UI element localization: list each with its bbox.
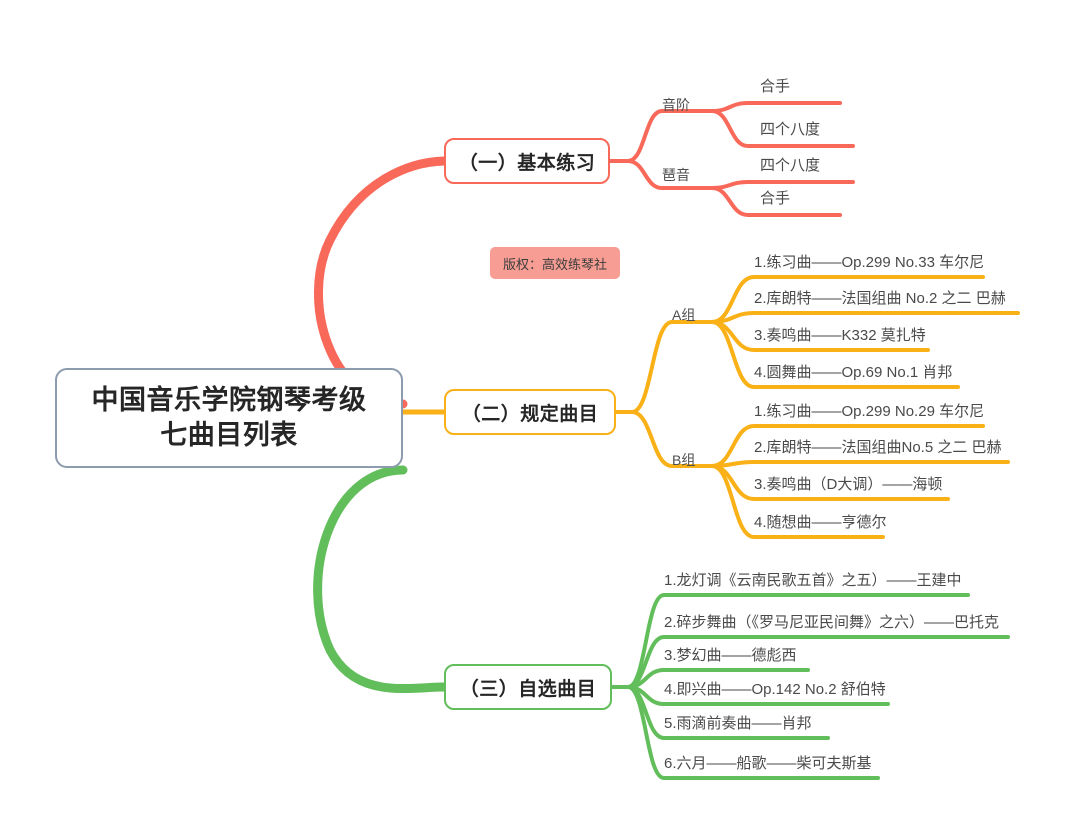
root-node-title: 中国音乐学院钢琴考级 七曲目列表 [91, 385, 367, 450]
leaf-optional-item-1[interactable]: 1.龙灯调《云南民歌五首》之五）——王建中 [664, 572, 962, 589]
leaf-group-a-item-1[interactable]: 1.练习曲——Op.299 No.33 车尔尼 [754, 254, 985, 271]
leaf-optional-item-5[interactable]: 5.雨滴前奏曲——肖邦 [664, 715, 812, 732]
branch-node-required-repertoire[interactable]: （二）规定曲目 [444, 389, 616, 435]
leaf-group-a-item-4[interactable]: 4.圆舞曲——Op.69 No.1 肖邦 [754, 364, 953, 381]
branch-node-basic-practice[interactable]: （一）基本练习 [444, 138, 610, 184]
subgroup-label-group-b[interactable]: B组 [672, 452, 696, 468]
leaf-optional-item-3[interactable]: 3.梦幻曲——德彪西 [664, 647, 797, 664]
subgroup-label-group-a[interactable]: A组 [672, 307, 696, 323]
branch-label-optional-repertoire: （三）自选曲目 [459, 678, 597, 700]
leaf-optional-item-6[interactable]: 6.六月——船歌——柴可夫斯基 [664, 755, 872, 772]
subgroup-label-arpeggio[interactable]: 琶音 [662, 167, 690, 183]
branch-label-basic-practice: （一）基本练习 [458, 152, 596, 174]
leaf-group-b-item-4[interactable]: 4.随想曲——亨德尔 [754, 514, 887, 531]
root-node[interactable]: 中国音乐学院钢琴考级 七曲目列表 [55, 368, 403, 468]
leaf-group-b-item-2[interactable]: 2.库朗特——法国组曲No.5 之二 巴赫 [754, 439, 1002, 456]
leaf-arpeggio-both-hands[interactable]: 合手 [760, 190, 791, 207]
leaf-arpeggio-four-octaves[interactable]: 四个八度 [760, 157, 821, 174]
leaf-optional-item-2[interactable]: 2.碎步舞曲（《罗马尼亚民间舞》之六）——巴托克 [664, 614, 1000, 631]
subgroup-label-scale[interactable]: 音阶 [662, 97, 690, 113]
leaf-group-b-item-3[interactable]: 3.奏鸣曲（D大调）——海顿 [754, 476, 943, 493]
leaf-scale-both-hands[interactable]: 合手 [760, 78, 791, 95]
leaf-group-a-item-3[interactable]: 3.奏鸣曲——K332 莫扎特 [754, 327, 926, 344]
branch-node-optional-repertoire[interactable]: （三）自选曲目 [444, 664, 612, 710]
branch-label-required-repertoire: （二）规定曲目 [461, 403, 599, 425]
leaf-group-b-item-1[interactable]: 1.练习曲——Op.299 No.29 车尔尼 [754, 403, 985, 420]
copyright-badge: 版权：高效练琴社 [490, 247, 620, 279]
copyright-label: 版权：高效练琴社 [502, 256, 607, 272]
leaf-scale-four-octaves[interactable]: 四个八度 [760, 121, 821, 138]
leaf-optional-item-4[interactable]: 4.即兴曲——Op.142 No.2 舒伯特 [664, 681, 886, 698]
leaf-group-a-item-2[interactable]: 2.库朗特——法国组曲 No.2 之二 巴赫 [754, 290, 1006, 307]
